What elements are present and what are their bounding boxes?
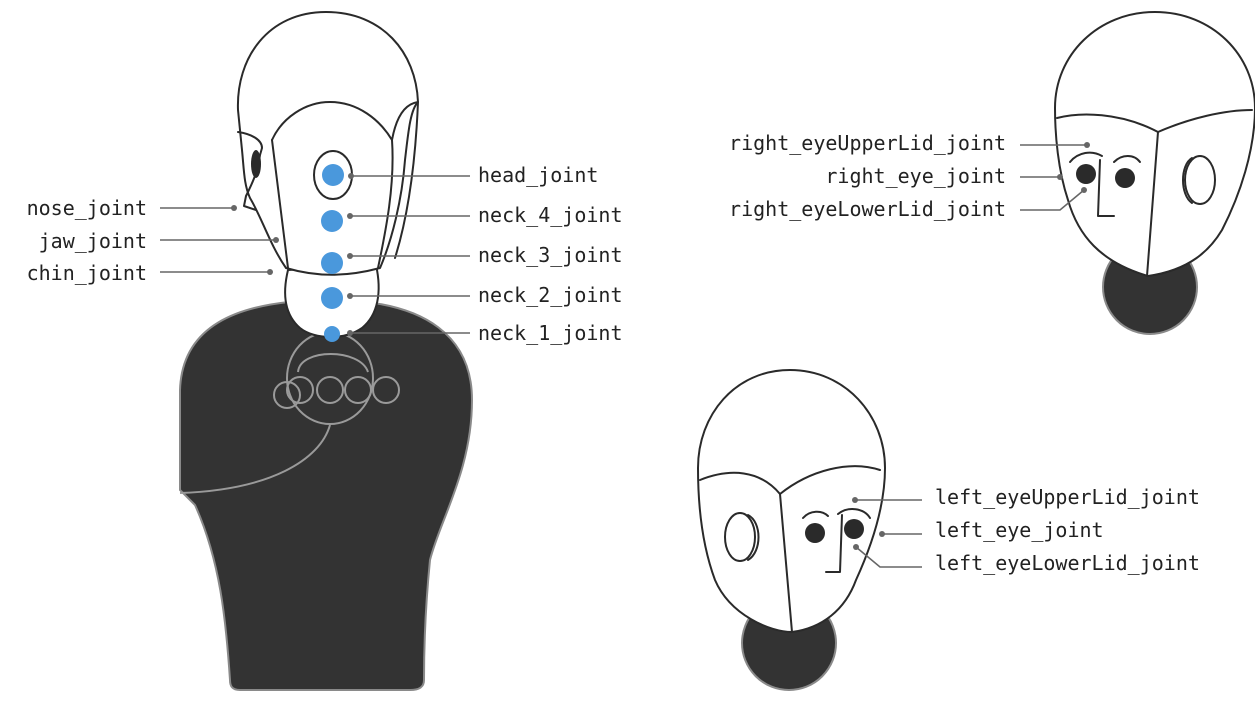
left-face-center-seam [779,493,793,633]
leaders-main-right [347,173,470,336]
vertebra-ring-4 [344,376,372,404]
face-left-edge [271,139,289,269]
label-right-eye-lower-lid-joint: right_eyeLowerLid_joint [729,197,1006,221]
label-head-joint: head_joint [478,163,598,187]
right-brow-inner [1113,155,1141,163]
face-right-edge [377,139,394,269]
side-view-figure [179,11,474,691]
head-shape [236,11,419,276]
left-head-ear-rim [747,514,760,561]
label-left-eye-lower-lid-joint: left_eyeLowerLid_joint [935,551,1200,575]
label-neck-2-joint: neck_2_joint [478,283,623,307]
label-neck-3-joint: neck_3_joint [478,243,623,267]
left-eye-head-figure [697,369,886,691]
label-nose-joint: nose_joint [27,196,147,220]
right-eye-head-figure [1054,11,1255,335]
vertebra-ring-1 [273,381,301,409]
face-panel [271,101,393,141]
label-chin-joint: chin_joint [27,261,147,285]
profile-line [237,131,263,211]
right-head-ear [1184,155,1216,205]
neck-2-joint-marker [321,287,343,309]
vertebra-ring-2 [286,376,314,404]
label-jaw-joint: jaw_joint [39,229,147,253]
torso-collar-arc [297,353,369,373]
left-brow-outer [837,508,871,519]
right-eye-ball-2 [1115,168,1135,188]
label-left-eye-upper-lid-joint: left_eyeUpperLid_joint [935,485,1200,509]
right-face-center-seam [1146,131,1159,277]
neck-4-joint-marker [321,210,343,232]
neck-1-joint-marker [324,326,340,342]
leaders-left-eye [852,497,922,568]
torso-shape [179,298,474,691]
leaders-main-left [160,205,279,275]
right-brow-outer [1069,151,1103,163]
right-nose-line [1097,159,1115,217]
left-head-ear [724,512,756,562]
right-head-ear-rim [1182,157,1193,204]
label-right-eye-joint: right_eye_joint [825,164,1006,188]
back-head-panel [391,101,419,259]
torso-arm-seam [179,424,331,494]
neck-3-joint-marker [321,252,343,274]
label-neck-1-joint: neck_1_joint [478,321,623,345]
left-eye-ball-1 [805,523,825,543]
vertebra-ring-5 [372,376,400,404]
label-left-eye-joint: left_eye_joint [935,518,1104,542]
left-eye-ball-2 [844,519,864,539]
leaders-right-eye [1020,142,1090,211]
ear-cavity [251,150,261,178]
vertebra-ring-3 [316,376,344,404]
label-right-eye-upper-lid-joint: right_eyeUpperLid_joint [729,131,1006,155]
head-joint-marker [322,164,344,186]
left-nose-line [825,514,843,573]
right-eye-ball-1 [1076,164,1096,184]
label-neck-4-joint: neck_4_joint [478,203,623,227]
left-brow-inner [802,510,829,519]
